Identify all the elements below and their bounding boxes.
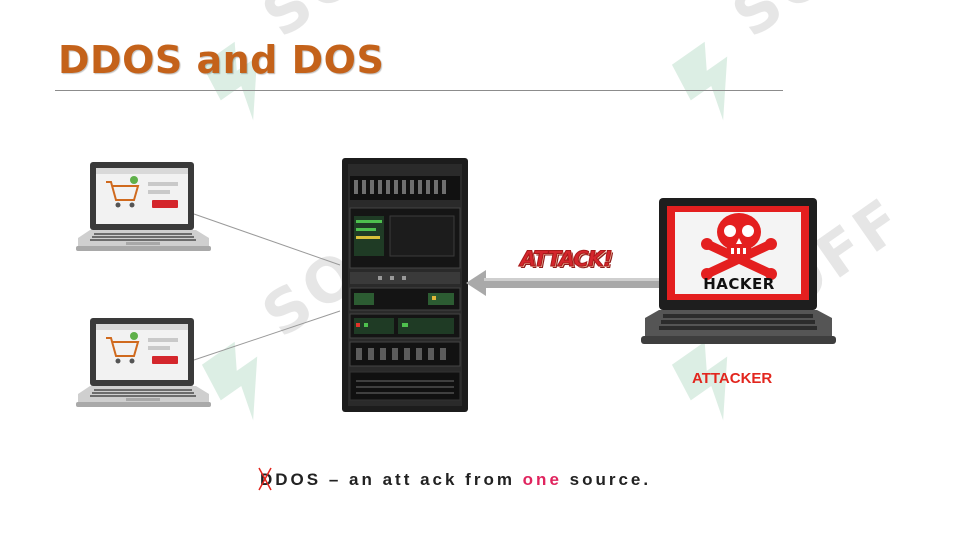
slide-title: DDOS and DOS [58,38,385,82]
caption-struck-letter: D [258,467,275,491]
hacker-laptop-icon [641,198,836,344]
title-divider [55,90,783,91]
laptop-shopping-icon [76,162,211,251]
hacker-screen-text: HACKER [703,275,775,293]
server-rack-icon [342,158,468,412]
skull-crossbones-icon [701,213,777,280]
strike-x-icon [258,467,272,491]
connection-line-user-2 [193,310,341,361]
attacker-label: ATTACKER [692,370,773,387]
caption-highlight: one [522,470,562,489]
laptop-shopping-icon [76,318,211,407]
caption-text-after: source. [561,470,652,489]
caption-text-before: DOS – an att ack from [275,470,523,489]
connection-line-user-1 [193,213,341,266]
attack-label: ATTACK! [520,247,614,272]
attack-arrow-icon [466,270,662,296]
